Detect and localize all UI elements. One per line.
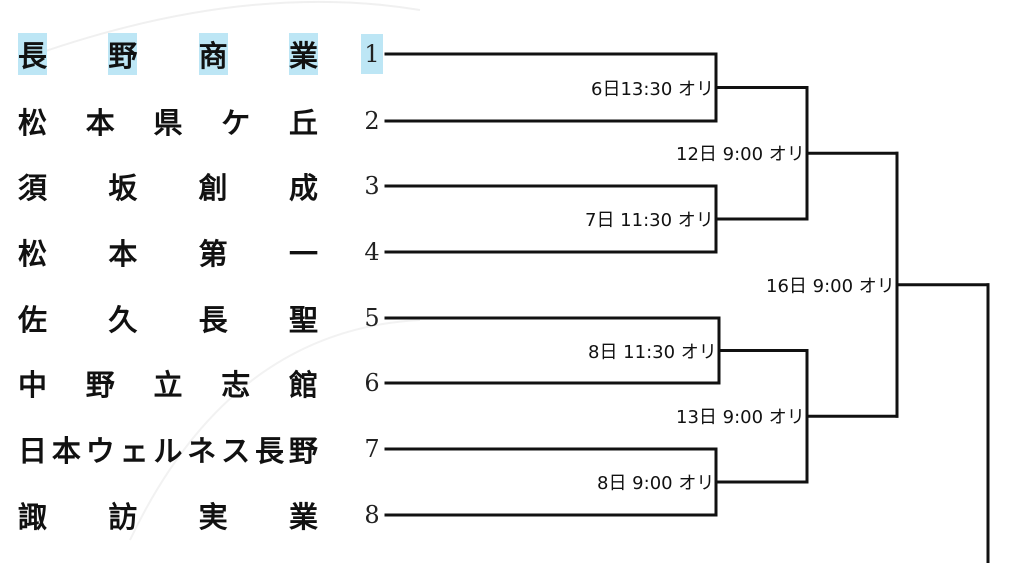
team-name: 日本ウェルネス長野 [18,434,318,468]
team-seed: 1 [361,34,383,74]
team-seed: 3 [364,172,380,200]
team-seed: 2 [364,107,380,135]
team-seed: 7 [364,435,380,463]
team-name: 佐久長聖 [18,303,318,337]
team-name: 須坂創成 [18,171,318,205]
team-name: 中野立志館 [18,368,318,402]
team-seed: 4 [364,238,380,266]
match-schedule-label: 8日 9:00 オリ [597,468,715,496]
match-schedule-label: 7日 11:30 オリ [585,205,714,233]
match-schedule-label: 13日 9:00 オリ [676,402,805,431]
team-seed: 6 [364,369,380,397]
team-name: 松本県ケ丘 [18,106,318,140]
team-name: 長野商業 [18,33,318,75]
team-seed: 8 [364,501,380,529]
team-name: 諏訪実業 [18,500,318,534]
match-schedule-label: 8日 11:30 オリ [588,336,717,365]
team-seed: 5 [364,304,380,332]
match-schedule-label: 6日13:30 オリ [591,73,715,102]
match-schedule-label: 16日 9:00 オリ [766,270,895,299]
team-name: 松本第一 [18,237,318,271]
match-schedule-label: 12日 9:00 オリ [676,139,805,168]
decorative-arc [19,0,421,61]
decorative-arc [129,319,421,541]
